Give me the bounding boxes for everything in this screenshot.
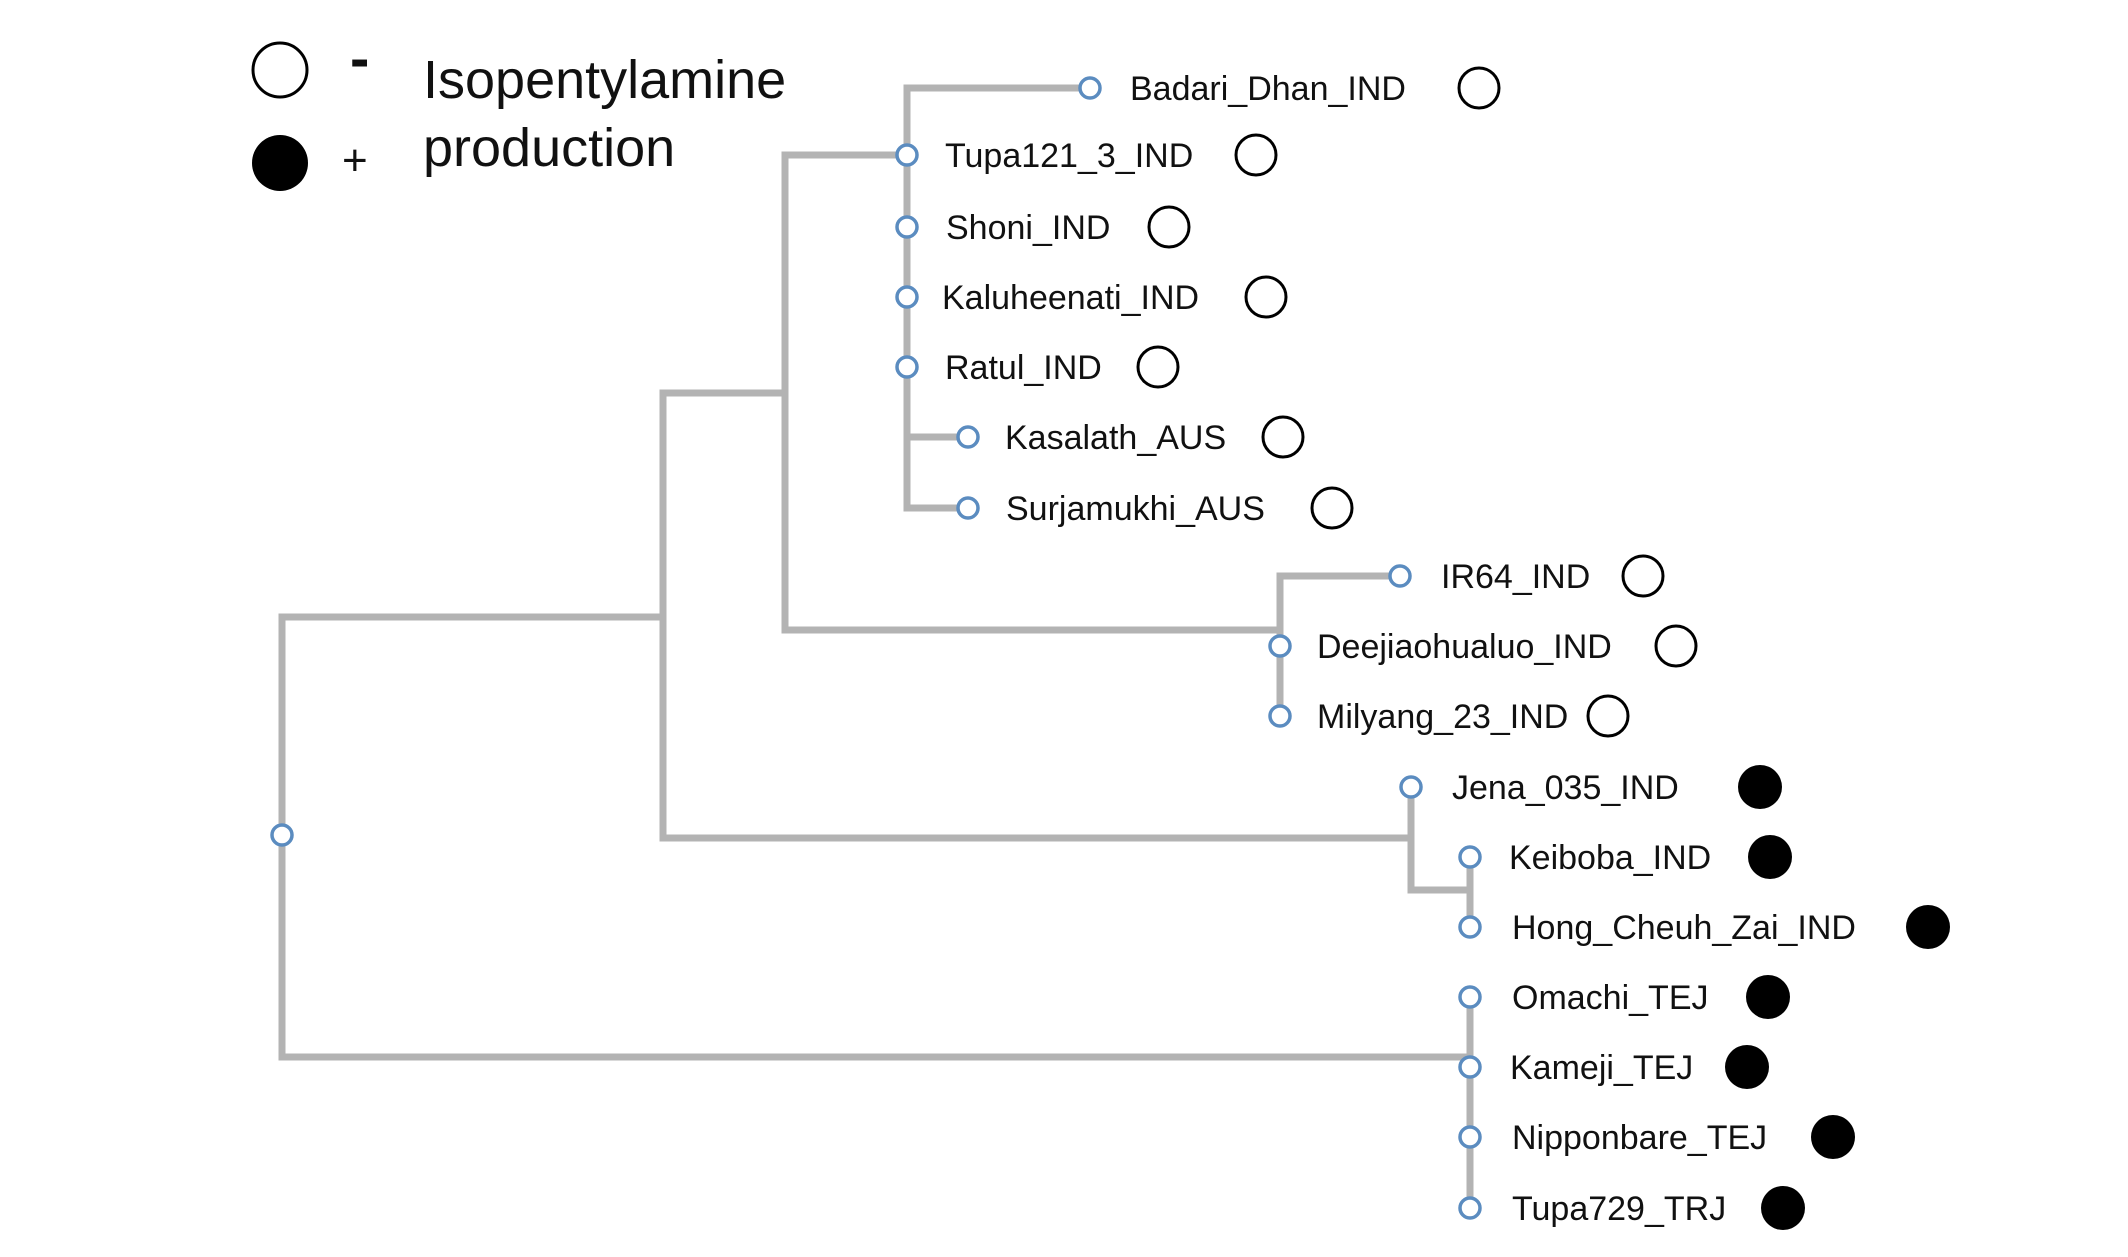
- branch: [659, 834, 1474, 894]
- production-positive-marker: [1811, 1115, 1855, 1159]
- legend-negative-marker: [251, 41, 309, 99]
- production-negative-marker: [1136, 345, 1180, 389]
- tip: Hong_Cheuh_Zai_IND: [1458, 905, 1950, 949]
- tip: Badari_Dhan_IND: [1078, 66, 1501, 110]
- branch: [278, 613, 1474, 1061]
- production-negative-marker: [1457, 66, 1501, 110]
- taxon-label: Keiboba_IND: [1509, 839, 1711, 877]
- taxon-label: Surjamukhi_AUS: [1006, 490, 1265, 528]
- branch: [781, 151, 1284, 634]
- taxon-label: Kasalath_AUS: [1005, 419, 1226, 457]
- tip-node: [956, 425, 980, 449]
- taxon-label: Deejiaohualuo_IND: [1317, 628, 1612, 666]
- taxon-label: Tupa729_TRJ: [1512, 1190, 1726, 1228]
- tip: IR64_IND: [1388, 554, 1665, 598]
- taxon-label: Jena_035_IND: [1452, 769, 1679, 807]
- production-negative-marker: [1147, 205, 1191, 249]
- tip: Milyang_23_IND: [1268, 694, 1630, 738]
- production-positive-marker: [1906, 905, 1950, 949]
- taxon-label: Ratul_IND: [945, 349, 1102, 387]
- taxon-label: IR64_IND: [1441, 558, 1590, 596]
- tip: Tupa121_3_IND: [895, 133, 1278, 177]
- tip-node: [1458, 915, 1482, 939]
- tip-node: [1268, 634, 1292, 658]
- tip: Omachi_TEJ: [1458, 975, 1790, 1019]
- tree-tips: Badari_Dhan_IND Tupa121_3_IND Shoni_IND Kal…: [895, 66, 1950, 1230]
- tip: Kaluheenati_IND: [895, 275, 1288, 319]
- production-positive-marker: [1761, 1186, 1805, 1230]
- taxon-label: Kaluheenati_IND: [942, 279, 1199, 317]
- tip-node: [1458, 985, 1482, 1009]
- legend-positive-symbol: +: [342, 136, 368, 185]
- production-negative-marker: [1586, 694, 1630, 738]
- tip-node: [895, 143, 919, 167]
- taxon-label: Hong_Cheuh_Zai_IND: [1512, 909, 1856, 947]
- tip: Kameji_TEJ: [1458, 1045, 1769, 1089]
- tip-node: [895, 215, 919, 239]
- legend-positive-marker: [252, 135, 308, 191]
- taxon-label: Kameji_TEJ: [1510, 1049, 1693, 1087]
- internal-nodes: [270, 823, 294, 847]
- tip-node: [1458, 1125, 1482, 1149]
- tree-branches: [278, 84, 1474, 1212]
- production-negative-marker: [1244, 275, 1288, 319]
- tip-node: [1399, 775, 1423, 799]
- root-node: [270, 823, 294, 847]
- tip: Surjamukhi_AUS: [956, 486, 1354, 530]
- tip-node: [1458, 845, 1482, 869]
- production-negative-marker: [1621, 554, 1665, 598]
- taxon-label: Omachi_TEJ: [1512, 979, 1709, 1017]
- taxon-label: Shoni_IND: [946, 209, 1110, 247]
- tip-node: [895, 355, 919, 379]
- production-negative-marker: [1654, 624, 1698, 668]
- taxon-label: Nipponbare_TEJ: [1512, 1119, 1767, 1157]
- legend: - + Isopentylamine production: [251, 26, 786, 191]
- tip-node: [1458, 1055, 1482, 1079]
- tip-node: [1388, 564, 1412, 588]
- tip: Nipponbare_TEJ: [1458, 1115, 1855, 1159]
- tip-node: [1268, 704, 1292, 728]
- tip-node: [956, 496, 980, 520]
- branch: [278, 613, 667, 839]
- production-positive-marker: [1746, 975, 1790, 1019]
- tip-node: [1458, 1196, 1482, 1220]
- tip: Ratul_IND: [895, 345, 1180, 389]
- legend-title-line1: Isopentylamine: [423, 50, 786, 110]
- production-positive-marker: [1748, 835, 1792, 879]
- tip: Keiboba_IND: [1458, 835, 1792, 879]
- tip: Kasalath_AUS: [956, 415, 1305, 459]
- taxon-label: Tupa121_3_IND: [945, 137, 1193, 175]
- tip: Shoni_IND: [895, 205, 1191, 249]
- production-negative-marker: [1261, 415, 1305, 459]
- production-positive-marker: [1738, 765, 1782, 809]
- tip: Tupa729_TRJ: [1458, 1186, 1805, 1230]
- legend-negative-symbol: -: [350, 26, 369, 91]
- production-positive-marker: [1725, 1045, 1769, 1089]
- production-negative-marker: [1310, 486, 1354, 530]
- tip-node: [1078, 76, 1102, 100]
- taxon-label: Badari_Dhan_IND: [1130, 70, 1406, 108]
- tip: Jena_035_IND: [1399, 765, 1782, 809]
- tip-node: [895, 285, 919, 309]
- tip: Deejiaohualuo_IND: [1268, 624, 1698, 668]
- production-negative-marker: [1234, 133, 1278, 177]
- legend-title-line2: production: [423, 118, 675, 178]
- taxon-label: Milyang_23_IND: [1317, 698, 1568, 736]
